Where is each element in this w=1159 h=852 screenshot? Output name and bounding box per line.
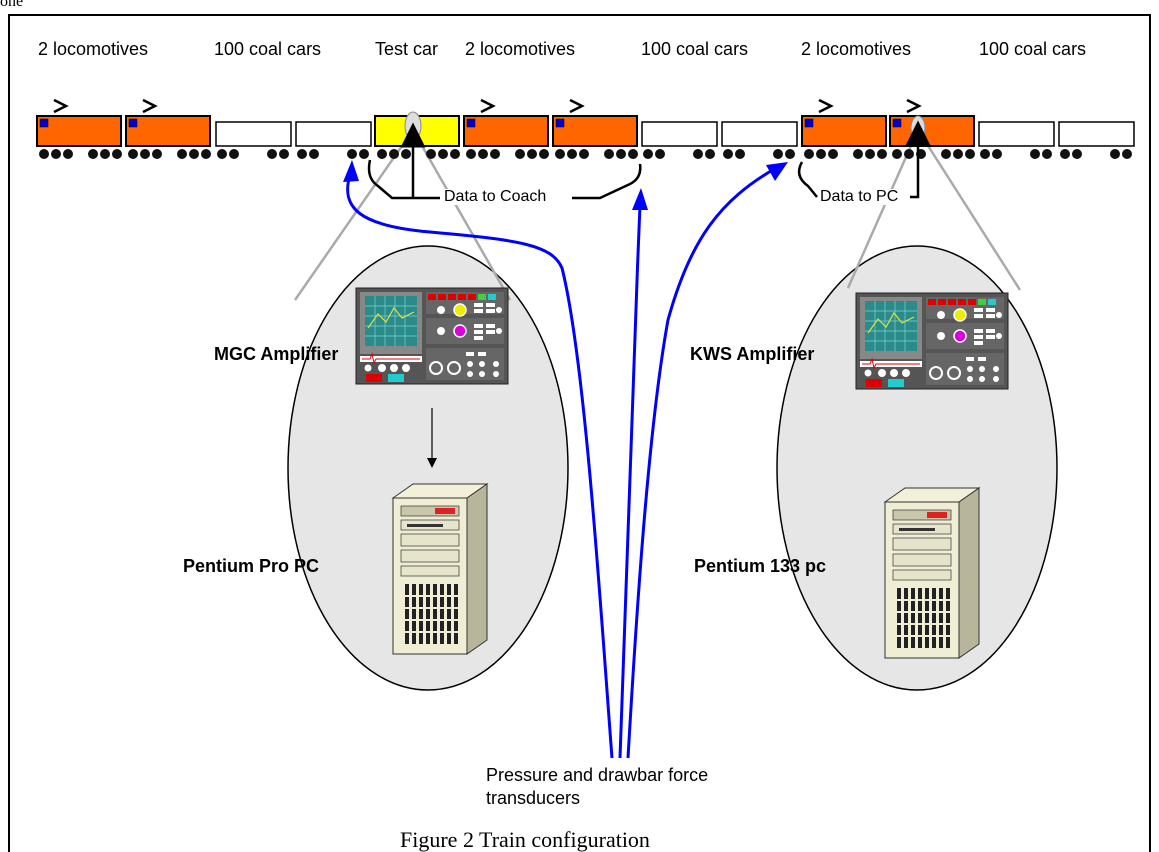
figure-caption: Figure 2 Train configuration [400, 827, 650, 852]
mgc-amplifier-label: MGC Amplifier [214, 344, 339, 364]
locomotive-2 [125, 98, 211, 159]
frame-left-border [8, 14, 10, 852]
transducers-label-line2: transducers [486, 788, 581, 808]
coal-car-1 [215, 121, 292, 159]
transducer-arrowheads [343, 160, 788, 210]
group3-coal-cars-label: 100 coal cars [979, 39, 1087, 59]
locomotive-5 [801, 98, 887, 159]
test-car-label: Test car [375, 39, 439, 59]
kws-amplifier-icon [855, 292, 1009, 390]
data-to-coach-label: Data to Coach [444, 188, 547, 205]
coal-car-6 [1058, 121, 1135, 159]
data-to-pc-connector [797, 120, 931, 199]
coal-car-5 [978, 121, 1055, 159]
frame-top-border [8, 14, 1151, 16]
group1-locomotives-label: 2 locomotives [38, 39, 149, 59]
data-to-coach-connector [367, 122, 642, 200]
test-car [374, 111, 460, 159]
pentium-pro-pc-label: Pentium Pro PC [183, 556, 320, 576]
locomotive-1 [36, 98, 122, 159]
group1-coal-cars-label: 100 coal cars [214, 39, 322, 59]
pentium-133-pc-icon [884, 487, 980, 659]
transducer-signal-lines [346, 166, 777, 759]
pentium-pro-pc-icon [392, 483, 488, 655]
frame-right-border [1149, 14, 1151, 852]
group2-coal-cars-label: 100 coal cars [641, 39, 749, 59]
locomotive-6 [889, 98, 975, 159]
group3-locomotives-label: 2 locomotives [801, 39, 912, 59]
coal-car-3 [641, 121, 718, 159]
page-fragment-text: one [0, 0, 24, 10]
locomotive-4 [552, 98, 638, 159]
pentium-133-pc-label: Pentium 133 pc [694, 556, 827, 576]
mgc-amplifier-icon [355, 287, 509, 385]
coal-car-4 [721, 121, 798, 159]
data-to-pc-label: Data to PC [820, 188, 899, 205]
kws-amplifier-label: KWS Amplifier [690, 344, 815, 364]
coal-car-2 [295, 121, 372, 159]
group2-locomotives-label: 2 locomotives [465, 39, 576, 59]
locomotive-3 [463, 98, 549, 159]
transducers-label-line1: Pressure and drawbar force [486, 765, 709, 785]
